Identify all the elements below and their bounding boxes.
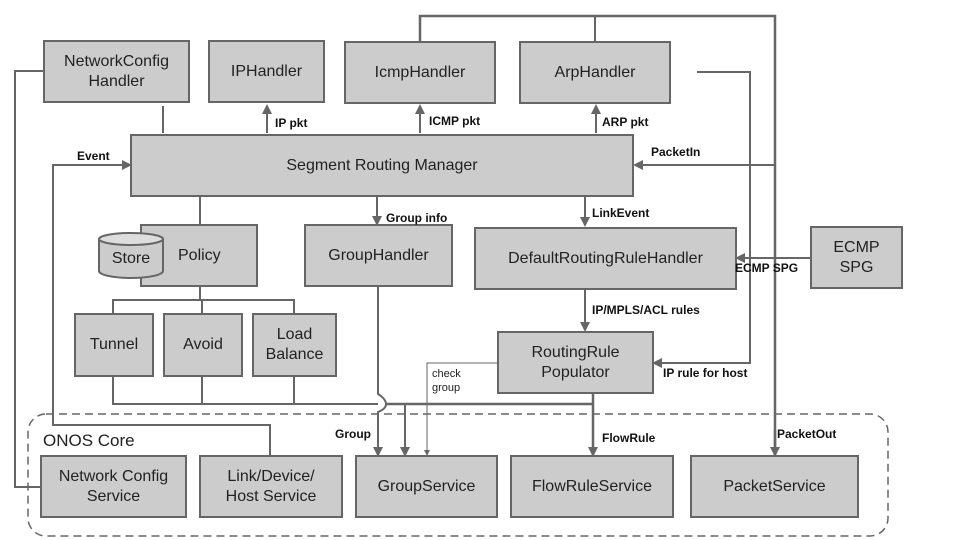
label-arp-pkt: ARP pkt: [602, 115, 649, 129]
label-event: Event: [77, 149, 110, 163]
packet-service-label: PacketService: [723, 477, 826, 495]
label-link-event: LinkEvent: [592, 206, 650, 220]
group-service-label: GroupService: [377, 477, 476, 495]
arp-handler-box: ArpHandler: [519, 41, 671, 104]
network-config-service-label: Network Config Service: [58, 467, 169, 505]
onos-core-title: ONOS Core: [43, 431, 135, 450]
label-packet-out: PacketOut: [777, 427, 837, 441]
avoid-label: Avoid: [183, 336, 223, 353]
ip-handler-label: IPHandler: [230, 62, 303, 80]
icmp-handler-box: IcmpHandler: [344, 41, 496, 104]
edge-ip-rule-host: [652, 71, 751, 368]
policy-label: Policy: [178, 246, 221, 264]
network-config-service-box: Network Config Service: [40, 455, 187, 518]
flow-rule-service-label: FlowRuleService: [531, 477, 653, 495]
group-handler-label: GroupHandler: [328, 246, 429, 264]
store-cylinder: [98, 232, 164, 279]
label-packet-in: PacketIn: [651, 145, 701, 159]
edge-group: [373, 287, 388, 457]
segment-routing-manager-box: Segment Routing Manager: [130, 134, 634, 197]
avoid-box: Avoid: [163, 313, 243, 377]
group-handler-box: GroupHandler: [304, 224, 453, 287]
ecmp-spg-box: ECMP SPG: [810, 226, 903, 289]
link-device-host-service-box: Link/Device/ Host Service: [199, 455, 343, 518]
segment-routing-manager-label: Segment Routing Manager: [286, 156, 478, 174]
label-group: Group: [335, 427, 371, 441]
label-icmp-pkt: ICMP pkt: [429, 114, 481, 128]
load-balance-box: Load Balance: [252, 313, 337, 377]
edge-check-group: [424, 362, 497, 456]
icmp-handler-label: IcmpHandler: [374, 63, 466, 81]
edge-event: [52, 160, 271, 455]
tunnel-label: Tunnel: [89, 336, 139, 353]
default-routing-rule-handler-box: DefaultRoutingRuleHandler: [474, 227, 737, 290]
edge-ncfg-service: [14, 70, 43, 488]
label-flow-rule: FlowRule: [602, 431, 656, 445]
flow-rule-service-box: FlowRuleService: [510, 455, 674, 518]
networkconfig-handler-label: NetworkConfig Handler: [64, 52, 169, 90]
store-label: Store: [111, 250, 151, 267]
ip-handler-box: IPHandler: [208, 40, 325, 103]
default-routing-rule-handler-label: DefaultRoutingRuleHandler: [508, 249, 703, 267]
label-check-group: check group: [432, 368, 461, 394]
link-device-host-service-label: Link/Device/ Host Service: [225, 467, 317, 505]
routing-rule-populator-box: RoutingRule Populator: [497, 331, 654, 394]
label-ip-rule-for-host: IP rule for host: [663, 366, 748, 380]
networkconfig-handler-box: NetworkConfig Handler: [43, 40, 190, 103]
arp-handler-label: ArpHandler: [554, 63, 636, 81]
load-balance-label: Load Balance: [265, 326, 324, 363]
onos-core-container: [27, 413, 889, 537]
label-group-info: Group info: [386, 211, 448, 225]
group-service-box: GroupService: [355, 455, 498, 518]
routing-rule-populator-label: RoutingRule Populator: [531, 343, 620, 381]
packet-service-box: PacketService: [690, 455, 859, 518]
label-ip-mpls-acl-rules: IP/MPLS/ACL rules: [592, 303, 700, 317]
ecmp-spg-label: ECMP SPG: [833, 238, 880, 276]
label-ip-pkt: IP pkt: [275, 116, 308, 130]
tunnel-box: Tunnel: [74, 313, 154, 377]
label-ecmp-spg: ECMP SPG: [735, 261, 799, 275]
edge-top-loop: [418, 14, 777, 455]
